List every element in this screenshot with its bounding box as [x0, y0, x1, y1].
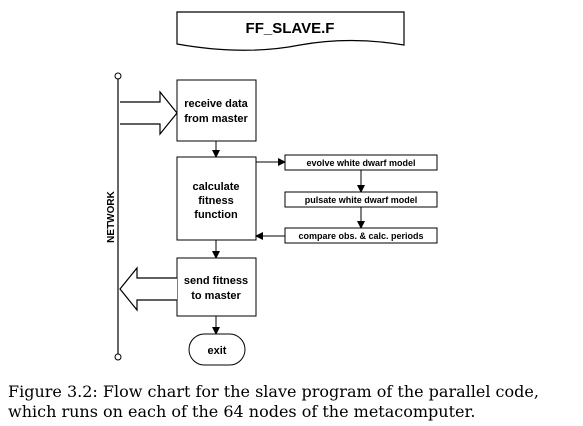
compare-periods-box: compare obs. & calc. periods: [284, 227, 438, 244]
exit-label: exit: [208, 345, 227, 357]
evolve-model-box: evolve white dwarf model: [284, 154, 438, 171]
send-line-1: send fitness: [184, 275, 248, 287]
calculate-line-1: calculate: [192, 181, 239, 193]
receive-line-1: receive data: [184, 98, 248, 110]
calculate-fitness-box: calculate fitness function: [176, 156, 257, 241]
receive-line-2: from master: [184, 113, 248, 125]
send-line-2: to master: [191, 290, 241, 302]
block-arrow-to-network: [119, 266, 177, 312]
exit-terminator: exit: [188, 333, 246, 366]
diagram-title: FF_SLAVE.F: [246, 20, 335, 37]
send-fitness-box: send fitness to master: [176, 257, 257, 317]
calculate-line-3: function: [194, 209, 238, 221]
receive-data-box: receive data from master: [176, 79, 257, 142]
title-document-shape: FF_SLAVE.F: [176, 11, 405, 51]
evolve-label: evolve white dwarf model: [306, 158, 415, 168]
calculate-line-2: fitness: [198, 195, 233, 207]
figure-caption: Figure 3.2: Flow chart for the slave pro…: [8, 382, 539, 421]
flowchart-diagram: FF_SLAVE.F NETWORK receive data from mas…: [106, 11, 438, 366]
pulsate-model-box: pulsate white dwarf model: [284, 191, 438, 208]
network-bus: NETWORK: [106, 72, 122, 361]
block-arrow-to-receive: [120, 90, 178, 136]
network-label: NETWORK: [106, 190, 117, 242]
pulsate-label: pulsate white dwarf model: [305, 195, 418, 205]
compare-label: compare obs. & calc. periods: [298, 231, 423, 241]
